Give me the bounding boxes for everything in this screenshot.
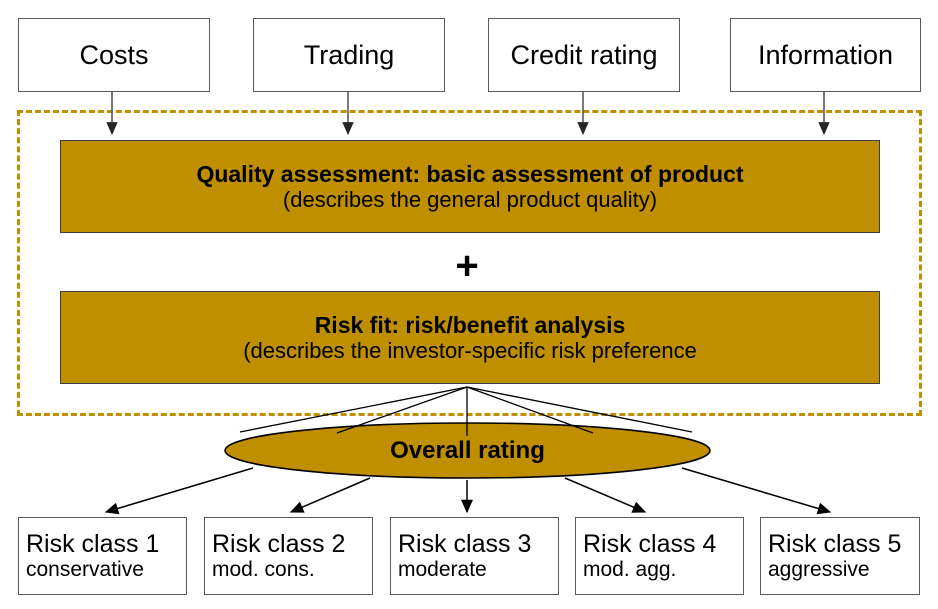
- risk-fit-headline: Risk fit: risk/benefit analysis: [314, 311, 626, 338]
- risk-class-5-subtitle: aggressive: [768, 558, 870, 582]
- input-box-information[interactable]: Information: [730, 18, 921, 92]
- input-box-costs-label: Costs: [79, 39, 149, 70]
- input-box-trading[interactable]: Trading: [253, 18, 445, 92]
- connector-to-risk-class-4: [564, 477, 647, 513]
- risk-fit-block: Risk fit: risk/benefit analysis (describ…: [60, 291, 880, 384]
- input-box-costs[interactable]: Costs: [18, 18, 210, 92]
- quality-assessment-description: (describes the general product quality): [282, 187, 658, 213]
- risk-fit-description: (describes the investor-specific risk pr…: [243, 338, 697, 364]
- risk-class-4-subtitle: mod. agg.: [583, 558, 677, 582]
- input-box-information-label: Information: [757, 39, 894, 70]
- overall-rating-node[interactable]: Overall rating: [224, 422, 711, 479]
- risk-class-box-5[interactable]: Risk class 5 aggressive: [760, 517, 920, 595]
- risk-class-3-subtitle: moderate: [398, 558, 487, 582]
- connector-to-risk-class-2: [289, 477, 371, 513]
- risk-class-5-title: Risk class 5: [768, 530, 902, 559]
- overall-rating-ellipse-shape: [224, 422, 711, 479]
- plus-operator: +: [455, 244, 479, 288]
- risk-class-4-title: Risk class 4: [583, 530, 717, 559]
- risk-class-2-title: Risk class 2: [212, 530, 346, 559]
- input-box-credit-rating-label: Credit rating: [510, 39, 658, 70]
- risk-class-box-3[interactable]: Risk class 3 moderate: [390, 517, 559, 595]
- risk-class-box-2[interactable]: Risk class 2 mod. cons.: [204, 517, 373, 595]
- input-box-credit-rating[interactable]: Credit rating: [488, 18, 680, 92]
- input-box-trading-label: Trading: [303, 39, 395, 70]
- risk-class-2-subtitle: mod. cons.: [212, 558, 315, 582]
- risk-class-3-title: Risk class 3: [398, 530, 532, 559]
- quality-assessment-headline: Quality assessment: basic assessment of …: [196, 160, 744, 187]
- risk-class-1-subtitle: conservative: [26, 558, 144, 582]
- risk-class-box-4[interactable]: Risk class 4 mod. agg.: [575, 517, 744, 595]
- risk-class-box-1[interactable]: Risk class 1 conservative: [18, 517, 187, 595]
- quality-assessment-block: Quality assessment: basic assessment of …: [60, 140, 880, 233]
- risk-class-1-title: Risk class 1: [26, 530, 160, 559]
